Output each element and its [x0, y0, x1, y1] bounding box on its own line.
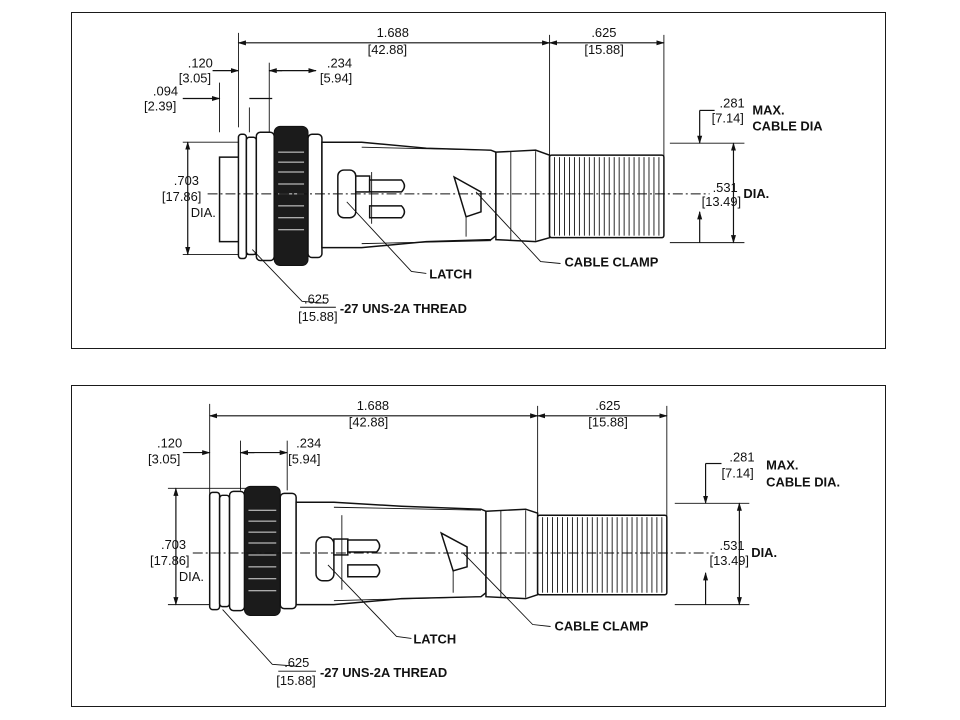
dim-cable-mm: [7.14] — [721, 465, 753, 480]
dim-tail-mm: [15.88] — [584, 42, 623, 57]
connector-drawing-top: 1.688 [42.88] .625 [15.88] .120 [3.05] .… — [144, 25, 823, 324]
dim-a-in: .120 — [188, 56, 213, 71]
thread-leader — [222, 609, 298, 667]
dim-c-mm: [2.39] — [144, 98, 176, 113]
dim-cable-max: MAX. — [752, 102, 784, 117]
cable-clamp-part — [439, 531, 468, 572]
dim-tail-mm: [15.88] — [588, 415, 627, 430]
dim-boot-in: .531 — [713, 180, 738, 195]
dim-overall-mm: [42.88] — [349, 415, 388, 430]
connector-body — [192, 485, 715, 617]
thread-in: .625 — [304, 291, 329, 306]
dim-tail-in: .625 — [595, 398, 620, 413]
dim-b-mm: [5.94] — [288, 452, 320, 467]
cable-clamp-leader — [475, 191, 561, 264]
cable-clamp-part — [452, 175, 482, 218]
dim-boot-mm: [13.49] — [710, 553, 749, 568]
thread-in: .625 — [284, 655, 309, 670]
drawing-panel-bottom: 1.688 [42.88] .625 [15.88] .120 [3.05] .… — [71, 385, 886, 707]
dim-dia-in: .703 — [161, 537, 186, 552]
thread-spec: -27 UNS-2A THREAD — [340, 301, 467, 316]
dim-c-in: .094 — [153, 84, 178, 99]
dim-boot-in: .531 — [719, 538, 744, 553]
dim-boot-mm: [13.49] — [702, 194, 741, 209]
thread-leader — [252, 249, 327, 304]
dim-a-mm: [3.05] — [179, 71, 211, 86]
latch-leader — [346, 201, 427, 274]
latch-leader — [327, 564, 412, 639]
dim-dia-in: .703 — [174, 173, 199, 188]
dim-overall-mm: [42.88] — [368, 42, 407, 57]
dim-boot-label: DIA. — [743, 186, 769, 201]
dim-cable-max: MAX. — [766, 457, 798, 472]
dim-boot-label: DIA. — [751, 545, 777, 560]
dim-cable-mm: [7.14] — [712, 110, 744, 125]
latch-label: LATCH — [429, 266, 472, 281]
cable-clamp-leader — [462, 552, 551, 627]
thread-mm: [15.88] — [298, 309, 337, 324]
dim-overall-in: 1.688 — [377, 25, 409, 40]
dim-dia-mm: [17.86] — [150, 553, 189, 568]
dim-dia-label: DIA. — [191, 205, 216, 220]
cable-clamp-label: CABLE CLAMP — [555, 618, 649, 633]
cable-clamp-label: CABLE CLAMP — [564, 254, 658, 269]
dim-a-in: .120 — [157, 436, 182, 451]
dim-dia-mm: [17.86] — [162, 189, 201, 204]
dim-a-mm: [3.05] — [148, 452, 180, 467]
connector-body — [207, 125, 710, 266]
dim-dia-label: DIA. — [179, 569, 204, 584]
dim-b-in: .234 — [327, 56, 352, 71]
dim-cable-label: CABLE DIA. — [766, 474, 840, 489]
connector-drawing-bottom: 1.688 [42.88] .625 [15.88] .120 [3.05] .… — [148, 398, 840, 688]
thread-spec: -27 UNS-2A THREAD — [320, 665, 447, 680]
dim-cable-in: .281 — [720, 95, 745, 110]
dim-b-mm: [5.94] — [320, 71, 352, 86]
dim-tail-in: .625 — [591, 25, 616, 40]
latch-part — [315, 536, 335, 582]
latch-label: LATCH — [413, 631, 456, 646]
dim-cable-in: .281 — [729, 450, 754, 465]
dim-overall-in: 1.688 — [357, 398, 389, 413]
thread-mm: [15.88] — [276, 673, 315, 688]
dim-cable-label: CABLE DIA — [752, 118, 822, 133]
drawing-panel-top: 1.688 [42.88] .625 [15.88] .120 [3.05] .… — [71, 12, 886, 349]
dim-b-in: .234 — [296, 436, 321, 451]
